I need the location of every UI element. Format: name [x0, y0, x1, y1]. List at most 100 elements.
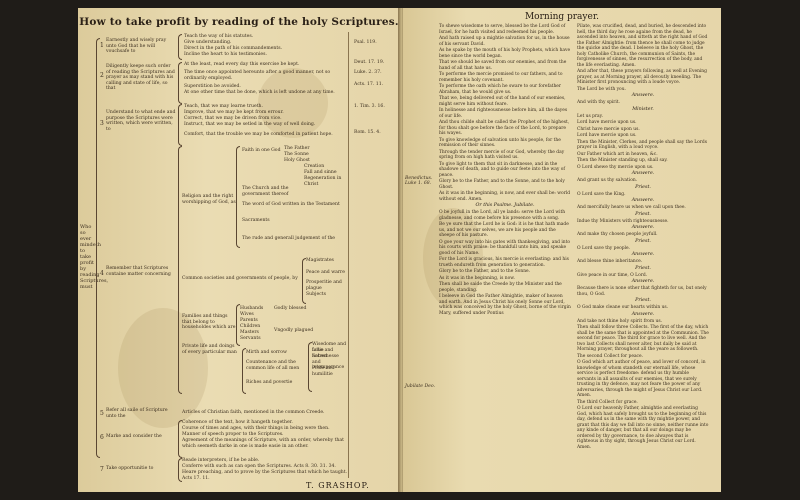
- text-paragraph: In holinesse and righteousnesse before h…: [439, 108, 568, 119]
- detail-item: Countenance and the common life of all m…: [246, 360, 300, 371]
- text-paragraph: Then shall be saide the Creede by the Mi…: [439, 282, 562, 293]
- sub-category: Common societies and governments of peop…: [182, 276, 298, 281]
- scripture-reference: Deut. 17. 19.: [354, 60, 385, 65]
- scripture-reference: 1. Tim. 3. 16.: [354, 104, 385, 109]
- sub-item: Reade interpreters, if he be able.: [182, 458, 260, 463]
- left-column: To shewe wisedome to serve, blessed be t…: [439, 24, 571, 451]
- brace: [96, 38, 100, 458]
- left-page: How to take profit by reading of the hol…: [78, 8, 400, 492]
- detail-item: Prosperitie and plague: [306, 280, 342, 291]
- detail-item: Regeneration in Christ: [304, 176, 342, 187]
- detail-item: The rude and generall judgement of the: [242, 236, 336, 241]
- sub-item: Course of times and ages, with their thi…: [182, 426, 330, 431]
- text-paragraph: O Lord our heavenly Father, almightie an…: [577, 406, 709, 450]
- detail-item: Vngodly plagued: [274, 328, 314, 333]
- right-column: Pilate, was crucified, dead, and buried,…: [577, 24, 709, 451]
- text-columns: To shewe wisedome to serve, blessed be t…: [439, 24, 709, 451]
- item-number: 6: [100, 434, 104, 441]
- text-heading: Answere.: [631, 171, 655, 176]
- text-paragraph: O goe your way into his gates with thank…: [439, 239, 571, 256]
- text-paragraph: Our Father which art in heaven, &c.: [577, 151, 658, 157]
- detail-item: The Church and the government thereof: [242, 186, 289, 197]
- item-number: 5: [100, 410, 104, 417]
- page-stain: [423, 208, 483, 308]
- text-paragraph: For the Lord is gracious, his mercie is …: [439, 257, 569, 268]
- text-paragraph: Then the Minister, Clerkes, and people s…: [577, 139, 707, 151]
- text-paragraph: To shewe wisedome to serve, blessed be t…: [439, 24, 566, 35]
- text-paragraph: To give knowledge of salvation unto his …: [439, 137, 561, 149]
- brace: [242, 348, 246, 394]
- text-paragraph: Pilate, was crucified, dead, and buried,…: [577, 24, 708, 68]
- item-number: 2: [100, 72, 104, 79]
- sub-item: The time once appointed hereunto after a…: [184, 70, 331, 81]
- text-paragraph: And blesse thine inheritance.: [577, 259, 643, 264]
- text-paragraph: O Lord save the King.: [577, 191, 626, 197]
- detail-item: Children: [240, 324, 261, 329]
- text-heading: Answere.: [631, 252, 655, 257]
- item-text: Marke and consider the: [106, 434, 162, 439]
- brace: [178, 104, 182, 146]
- text-heading: Answere.: [631, 198, 655, 203]
- detail-item: Mirth and sorrow: [246, 350, 287, 355]
- detail-item: Husbands: [240, 306, 264, 311]
- scripture-reference: Luke. 2. 37.: [354, 70, 382, 75]
- sub-item: Comfort, that the trouble we may be comf…: [184, 132, 333, 137]
- detail-item: Wives: [240, 312, 254, 317]
- item-text: Refer all saile of Scripture unto the: [106, 408, 168, 419]
- sub-item: Teach, that we may learne trueth.: [184, 104, 263, 109]
- text-paragraph: O Lord save thy people.: [577, 245, 630, 251]
- sub-item: Conferre with such as can open the Scrip…: [182, 464, 336, 469]
- text-paragraph: And with thy spirit.: [577, 100, 620, 105]
- text-paragraph: Be ye sure that the Lord he is God: it i…: [439, 222, 569, 238]
- detail-item: Peace and warre: [306, 270, 345, 275]
- text-heading: Priest.: [635, 298, 651, 303]
- detail-item: Faith in one God: [242, 148, 281, 153]
- text-paragraph: Let us pray.: [577, 113, 603, 119]
- text-paragraph: And hath raised up a mightie salvation f…: [439, 36, 570, 47]
- sub-item: Heare preaching, and to prove by the Scr…: [182, 470, 348, 481]
- brace: [178, 62, 182, 104]
- sub-item: Coherence of the text, how it hangeth to…: [182, 420, 293, 425]
- detail-item: Subjects: [306, 292, 326, 297]
- text-paragraph: And grant us thy salvation.: [577, 178, 638, 183]
- text-heading: Priest.: [635, 211, 651, 217]
- detail-item: Riches and povertie: [246, 380, 293, 385]
- brace: [236, 304, 240, 346]
- text-paragraph: To performe the oath which he sware to o…: [439, 84, 561, 95]
- page-title: Morning prayer.: [524, 12, 600, 22]
- text-heading: Minister.: [632, 106, 654, 112]
- brace: [178, 146, 182, 394]
- text-paragraph: And mercifully heare us when we call upo…: [577, 205, 686, 210]
- sub-item: Teach the way of his statutes.: [184, 34, 254, 39]
- text-heading: Priest.: [635, 184, 651, 190]
- text-paragraph: As it was in the beginning, is now, and …: [439, 191, 571, 202]
- sub-item: Give understanding.: [184, 40, 232, 45]
- detail-item: Creation: [304, 164, 325, 169]
- text-heading: Answere.: [631, 279, 655, 284]
- text-paragraph: Give peace in our time, O Lord.: [577, 272, 648, 278]
- sub-category: Private life and doings of every particu…: [182, 344, 237, 355]
- detail-item: Pride and humilitie: [312, 366, 335, 377]
- item-text: Diligently keepe such order of reading t…: [106, 64, 175, 92]
- divider: [348, 32, 349, 478]
- sub-item: Agreement of the meanings of Scripture, …: [182, 438, 344, 449]
- text-paragraph: Through the tender mercie of our God, wh…: [439, 149, 565, 161]
- sub-category: Families and things that belong to house…: [182, 314, 236, 331]
- detail-item: Love and hatred: [312, 348, 334, 359]
- signature: T. GRASHOP.: [306, 481, 370, 490]
- text-paragraph: O be joyfull in the Lord, all ye lands: …: [439, 210, 566, 221]
- detail-item: Sobernesse and intemperance: [312, 354, 345, 371]
- text-heading: Answere.: [631, 311, 655, 317]
- item-number: 7: [100, 466, 104, 473]
- page-title: How to take profit by reading of the hol…: [79, 16, 399, 28]
- text-paragraph: Because there is none other that fightet…: [577, 286, 707, 297]
- item-text: Earnestly and wisely pray unto God that …: [106, 38, 167, 55]
- text-paragraph: Glory be to the Father, and to the Sonne…: [439, 179, 565, 190]
- sub-category: Religion and the right worshipping of Go…: [182, 194, 236, 205]
- text-paragraph: O God which art author of peace, and lov…: [577, 360, 706, 398]
- sub-item: Correct, that we may be driven from vice…: [184, 116, 282, 121]
- book-spine: [398, 8, 405, 492]
- item-text: Understand to what ende and purpose the …: [106, 110, 176, 132]
- item-text: Remember that Scriptures containe matter…: [106, 266, 171, 277]
- detail-item: Wisedome and follie: [312, 342, 347, 353]
